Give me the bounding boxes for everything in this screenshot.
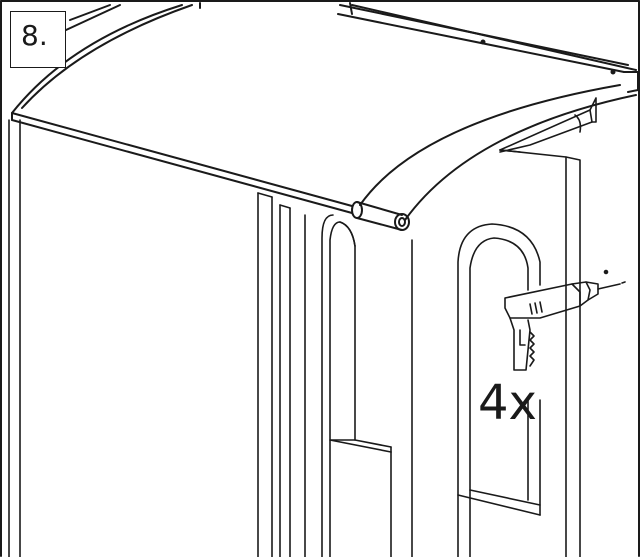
- door-frame-left: [257, 192, 291, 557]
- canopy-bracket: [499, 97, 597, 153]
- step-number-box: 8.: [10, 11, 66, 68]
- arched-window-right: [457, 223, 541, 557]
- screw-icon: [597, 269, 626, 290]
- drill-count-label: 4x: [478, 375, 537, 431]
- drill-icon: [504, 281, 599, 371]
- canopy-roof: [11, 2, 639, 221]
- wall-left: [8, 119, 21, 557]
- front-end-cap: [351, 201, 410, 231]
- arched-window-left: [321, 214, 392, 557]
- door-panel: [304, 149, 581, 557]
- step-number: 8.: [21, 19, 48, 52]
